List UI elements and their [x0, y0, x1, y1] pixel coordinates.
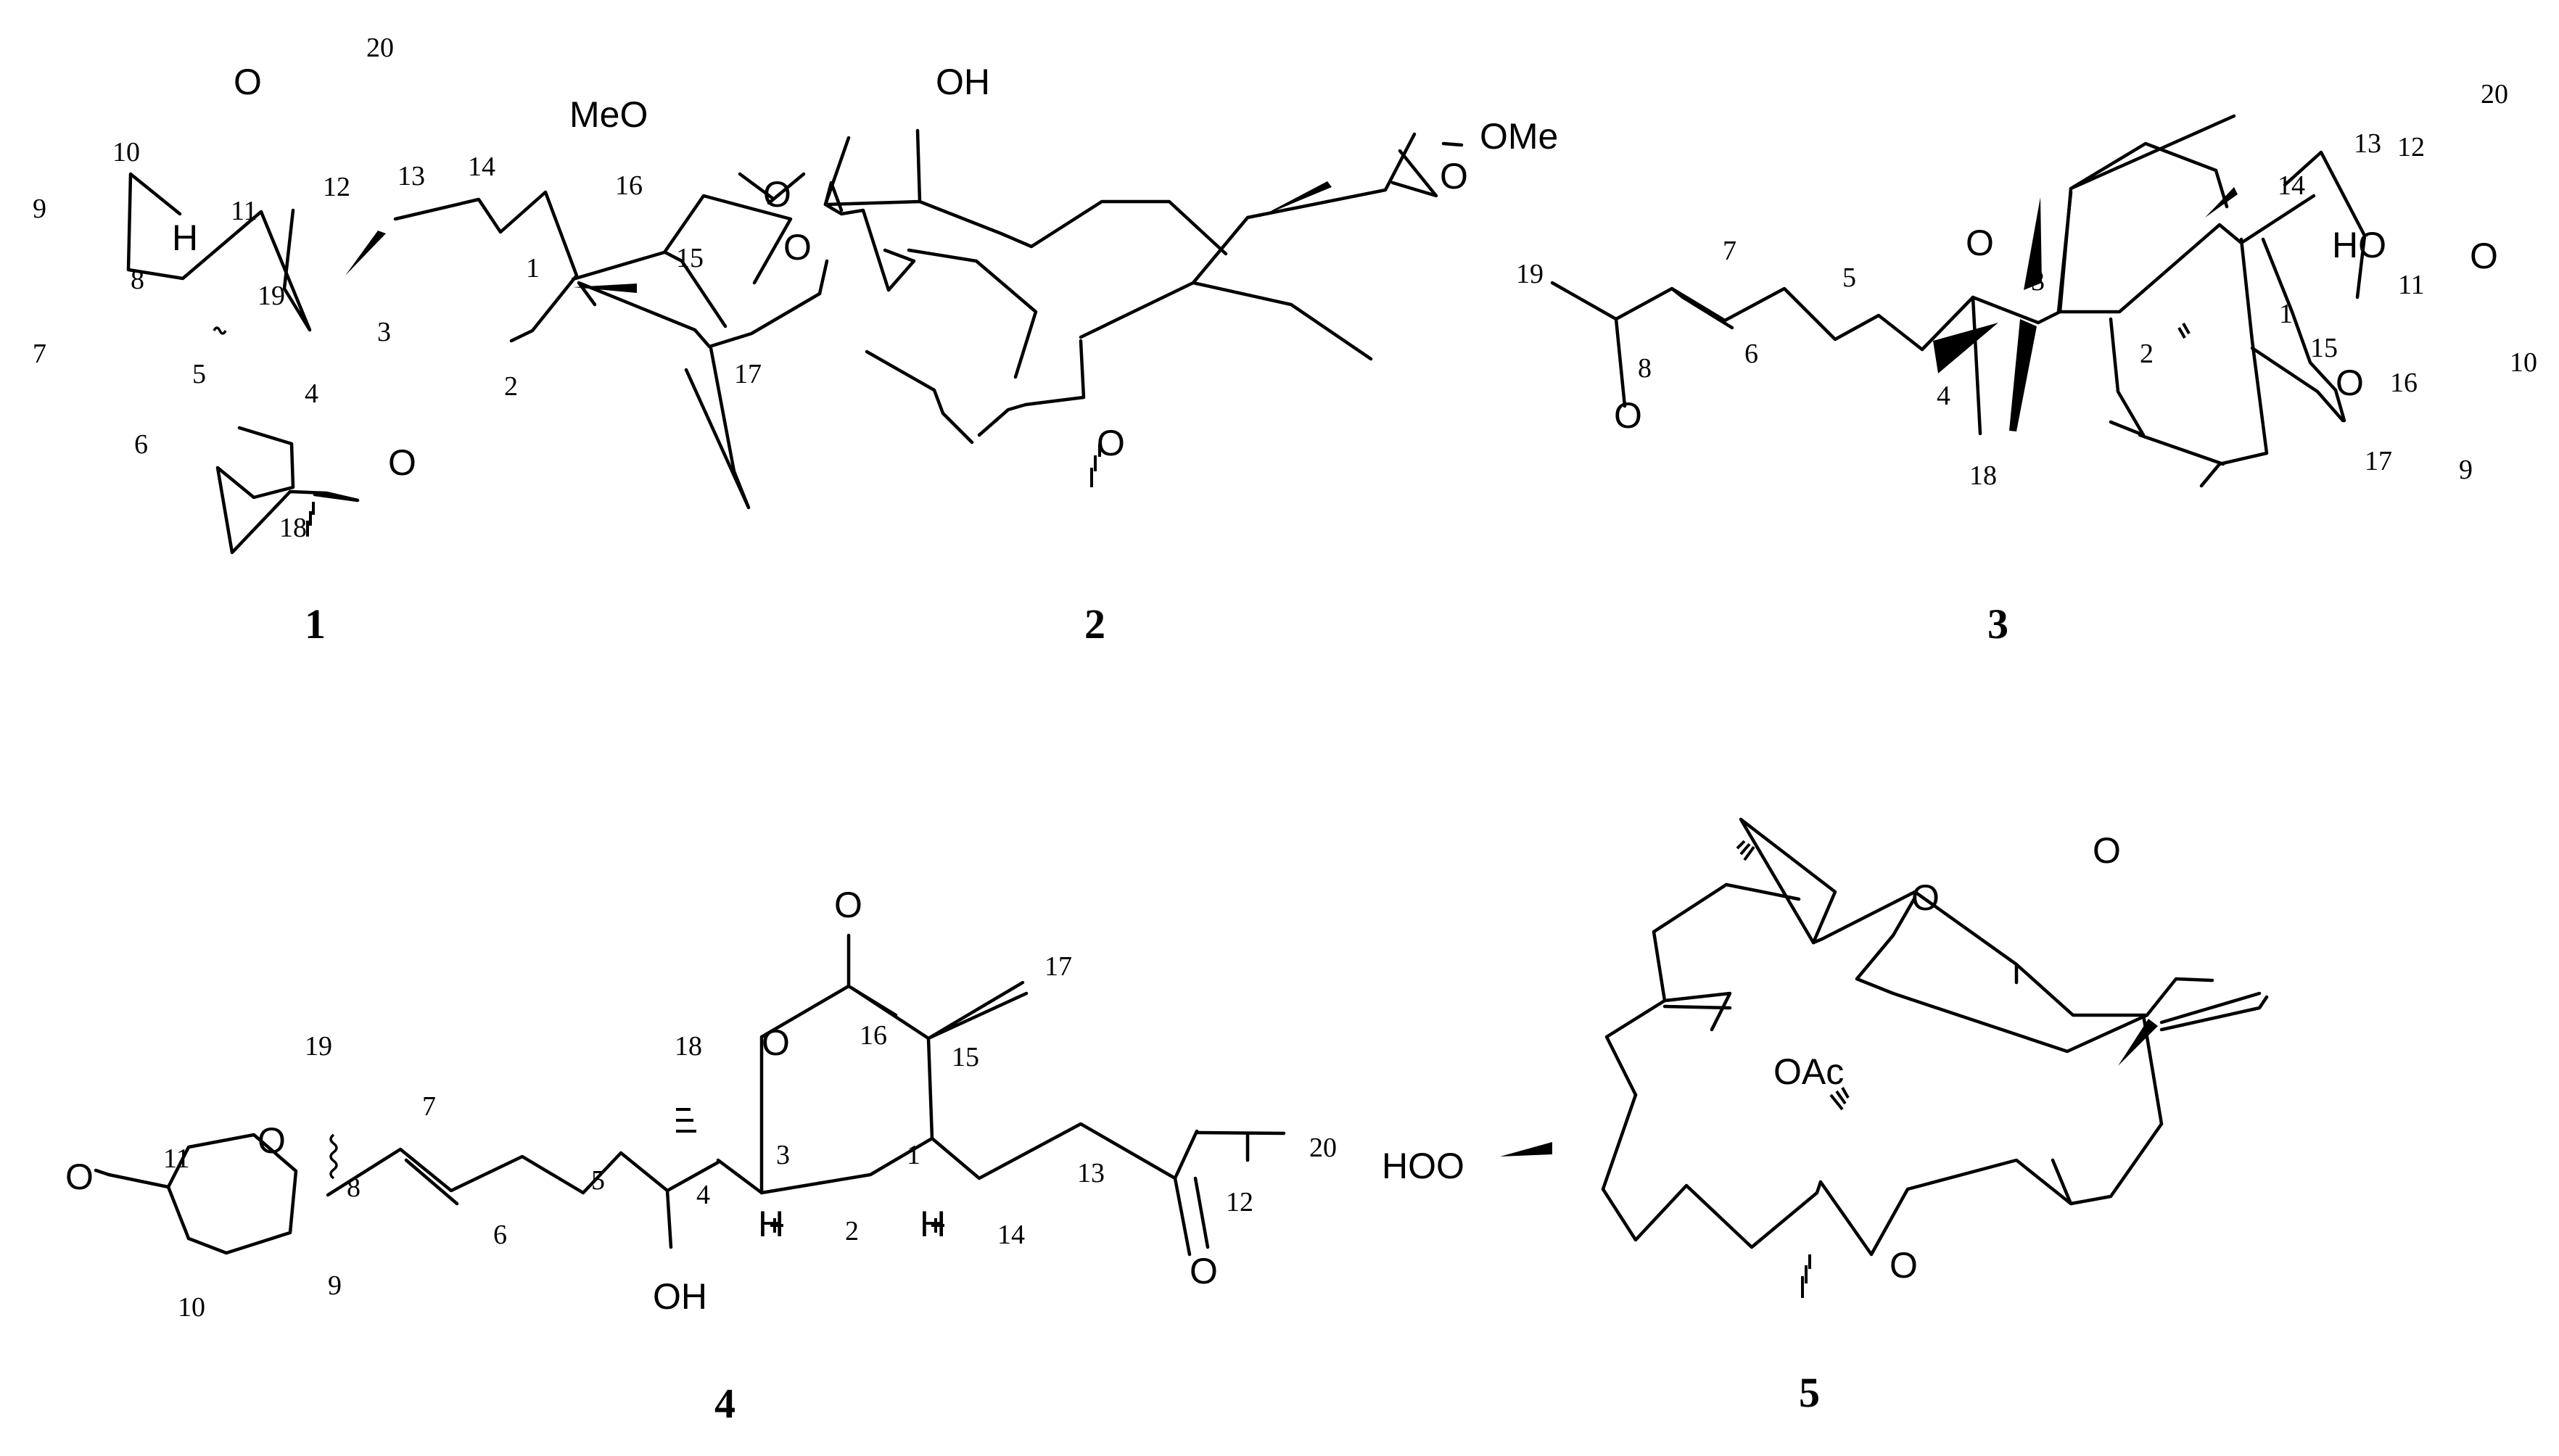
compound-3: O O HO O O 19 8 7 6 5 4 3 2 1 18 14 13 1…	[1516, 79, 2537, 648]
locant-15: 15	[676, 243, 704, 273]
compound-4: O O O O H H OH O 19 11 8 7 6 5 4 3 18 16…	[65, 885, 1337, 1427]
label-o-carbonyl: O	[763, 174, 791, 215]
locant-13: 13	[1077, 1158, 1105, 1188]
label-o-pyranone-ring: O	[762, 1022, 790, 1063]
label-o-carbonyl: O	[2093, 830, 2121, 871]
locant-9: 9	[2459, 455, 2473, 485]
locant-18: 18	[675, 1031, 702, 1062]
label-oac: OAc	[1773, 1051, 1844, 1092]
locant-17: 17	[2365, 446, 2392, 476]
label-o-lactone-carbonyl: O	[2336, 363, 2364, 403]
compound-2: OH O O OMe O 2	[783, 62, 1558, 648]
locant-12: 12	[323, 172, 350, 202]
locant-8: 8	[1638, 353, 1652, 384]
locant-14: 14	[997, 1220, 1025, 1250]
label-hoo: HOO	[1382, 1146, 1464, 1186]
label-o-ketone: O	[1190, 1251, 1218, 1291]
locant-10: 10	[2510, 347, 2537, 378]
locant-5: 5	[192, 359, 206, 389]
label-oh: OH	[653, 1276, 707, 1317]
locant-12: 12	[2397, 132, 2425, 162]
locant-18: 18	[1969, 460, 1997, 491]
locant-2: 2	[504, 371, 518, 402]
locant-17: 17	[1044, 951, 1072, 982]
locant-10: 10	[178, 1292, 205, 1323]
locant-12: 12	[1226, 1187, 1253, 1217]
locant-8: 8	[347, 1172, 360, 1203]
locant-6: 6	[1744, 339, 1758, 369]
locant-6: 6	[134, 429, 148, 460]
locant-1: 1	[2279, 299, 2293, 329]
locant-15: 15	[2310, 333, 2338, 363]
locant-20: 20	[366, 33, 394, 63]
label-o-epoxide-top: O	[234, 62, 262, 102]
locant-20: 20	[2481, 79, 2508, 109]
locant-13: 13	[397, 161, 425, 191]
label-ome: OMe	[1480, 116, 1558, 157]
label-o-ester: O	[1911, 877, 1940, 918]
locant-19: 19	[257, 281, 285, 311]
locant-4: 4	[305, 379, 318, 409]
locant-7: 7	[33, 339, 46, 369]
label-o-lactone-carbonyl: O	[65, 1157, 94, 1197]
locant-19: 19	[305, 1031, 332, 1062]
locant-14: 14	[2278, 170, 2305, 201]
locant-9: 9	[328, 1270, 342, 1301]
compound-id: 2	[1084, 600, 1105, 648]
locant-3: 3	[2031, 266, 2045, 297]
locant-7: 7	[422, 1091, 436, 1122]
label-o-carbonyl: O	[1440, 156, 1468, 197]
locant-3: 3	[377, 317, 391, 347]
label-ho: HO	[2332, 225, 2386, 265]
locant-16: 16	[615, 170, 643, 201]
locant-2: 2	[845, 1216, 859, 1246]
compound-id: 3	[1987, 600, 2008, 648]
label-o-epoxide: O	[1890, 1245, 1918, 1286]
label-o-epoxide: O	[1097, 423, 1125, 463]
label-o-ketone: O	[783, 227, 812, 268]
locant-13: 13	[2354, 128, 2381, 159]
locant-5: 5	[1842, 262, 1856, 293]
label-h-c3: H	[758, 1204, 784, 1244]
label-o-ketone: O	[1614, 395, 1642, 436]
label-oh: OH	[936, 62, 990, 102]
locant-11: 11	[2398, 270, 2425, 300]
label-h-c1: H	[920, 1204, 946, 1244]
locant-20: 20	[1309, 1133, 1337, 1163]
locant-8: 8	[131, 265, 144, 295]
locant-1: 1	[907, 1140, 920, 1170]
locant-16: 16	[860, 1020, 887, 1051]
locant-9: 9	[33, 194, 46, 224]
locant-17: 17	[734, 359, 762, 389]
locant-4: 4	[1937, 381, 1950, 411]
locant-10: 10	[112, 137, 140, 167]
locant-11: 11	[231, 196, 257, 226]
label-o-pyranone-carbonyl: O	[834, 885, 862, 925]
locant-5: 5	[591, 1165, 605, 1196]
label-o-epoxide: O	[1966, 223, 1994, 263]
label-o-epoxide-bottom: O	[388, 442, 416, 483]
locant-1: 1	[526, 253, 540, 284]
locant-2: 2	[2140, 339, 2154, 369]
compound-5: O O OAc HOO O 5	[1382, 817, 2269, 1416]
locant-4: 4	[696, 1180, 710, 1210]
locant-7: 7	[1723, 236, 1736, 266]
compound-id: 1	[305, 600, 326, 648]
label-h: H	[172, 218, 198, 258]
locant-15: 15	[952, 1042, 979, 1072]
compound-id: 5	[1799, 1369, 1820, 1416]
locant-18: 18	[279, 513, 307, 543]
label-o-lactone-ring: O	[257, 1120, 286, 1161]
compound-id: 4	[714, 1380, 735, 1427]
label-meo: MeO	[569, 94, 648, 135]
label-o-lactone-ring: O	[2470, 236, 2498, 276]
locant-3: 3	[776, 1140, 790, 1170]
compound-1: O MeO O H O 20 10 9 8 7 6 5 4 3 2 1 11 1…	[33, 33, 829, 648]
locant-16: 16	[2390, 368, 2418, 398]
locant-14: 14	[468, 152, 495, 182]
locant-11: 11	[163, 1143, 190, 1174]
locant-6: 6	[493, 1220, 507, 1250]
locant-19: 19	[1516, 259, 1544, 289]
